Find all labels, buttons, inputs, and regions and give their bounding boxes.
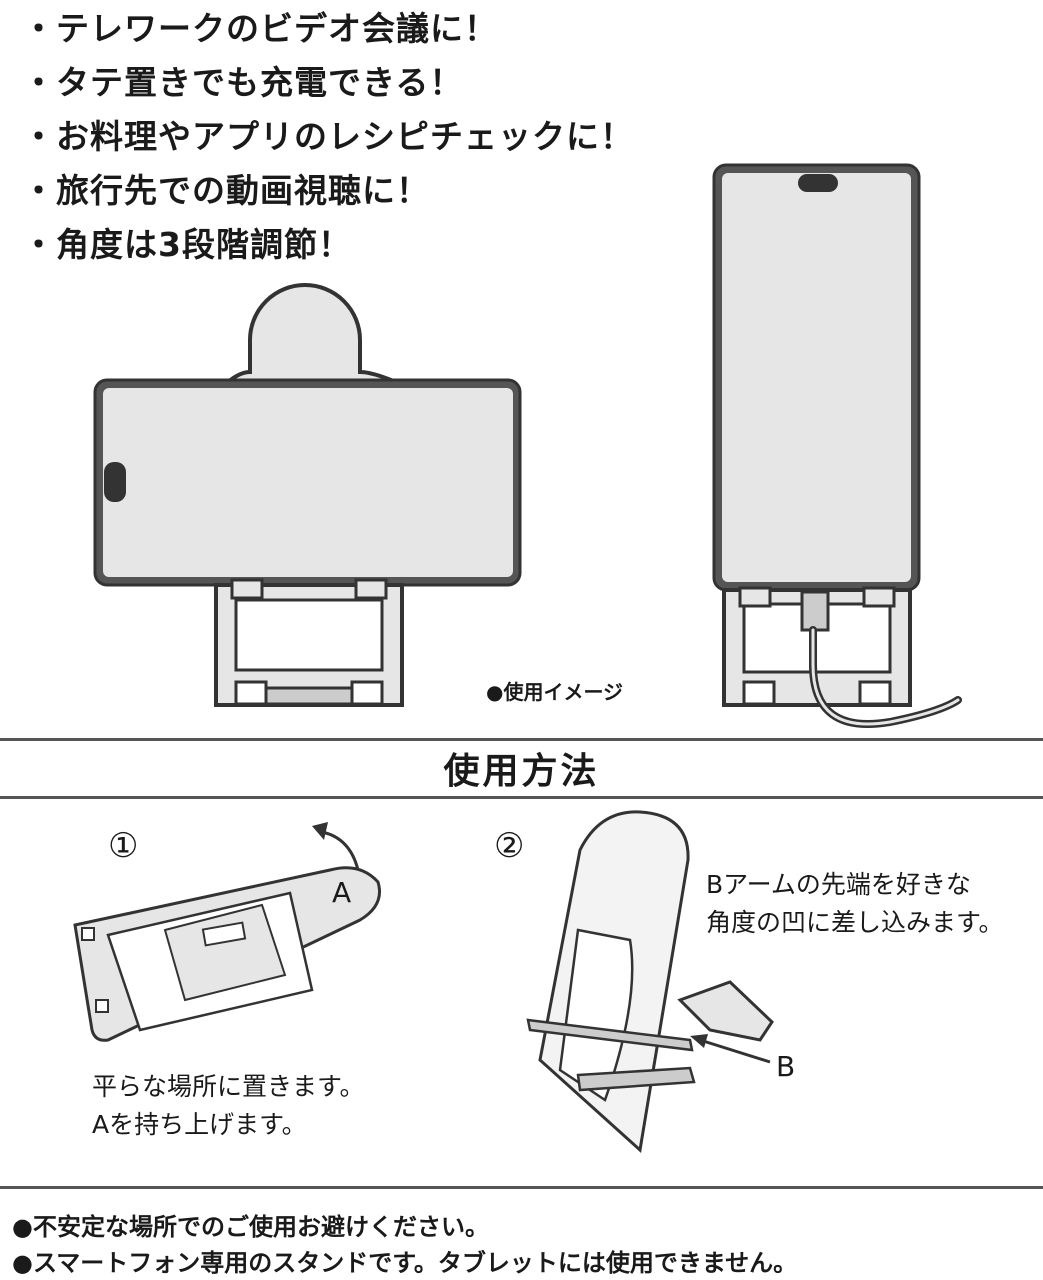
step-number: ② <box>494 826 525 866</box>
divider <box>0 1186 1043 1189</box>
step-instruction-line: 平らな場所に置きます。 <box>92 1072 365 1101</box>
label-a: A <box>332 876 352 909</box>
step-instruction-line: 角度の凹に差し込みます。 <box>706 908 1004 937</box>
phone-camera-notch <box>104 462 126 502</box>
horizontal-phone-illustration <box>93 283 522 707</box>
step-instruction: Bアームの先端を好きな 角度の凹に差し込みます。 <box>706 866 1004 942</box>
phone-camera-notch <box>798 174 838 192</box>
note-item: ●スマートフォン専用のスタンドです。タブレットには使用できません。 <box>12 1249 798 1277</box>
vertical-phone-illustration <box>712 163 962 729</box>
step-instruction: 平らな場所に置きます。 Aを持ち上げます。 <box>92 1068 365 1144</box>
feature-item: ・タテ置きでも充電できる！ <box>22 63 464 102</box>
rotate-arrow-icon <box>321 830 360 871</box>
phone-screen <box>722 173 911 582</box>
divider <box>0 738 1043 741</box>
phone-screen <box>103 388 513 577</box>
step-instruction-line: Bアームの先端を好きな <box>706 870 971 899</box>
step2-angle-stand-illustration <box>526 810 774 1153</box>
section-title: 使用方法 <box>443 751 600 792</box>
divider <box>0 796 1043 799</box>
feature-item: ・旅行先での動画視聴に！ <box>22 171 430 210</box>
note-item: ●不安定な場所でのご使用お避けください。 <box>12 1213 489 1241</box>
stand-cutout <box>234 598 384 672</box>
feature-item: ・テレワークのビデオ会議に！ <box>22 9 498 48</box>
stand-top-tab <box>222 283 397 384</box>
label-b: B <box>776 1050 796 1083</box>
step1-flat-stand-illustration <box>73 822 381 1042</box>
step-number: ① <box>108 826 139 866</box>
feature-item: ・お料理やアプリのレシピチェックに！ <box>22 117 634 156</box>
feature-item: ・角度は3段階調節！ <box>22 225 352 264</box>
step-instruction-line: Aを持ち上げます。 <box>92 1110 307 1139</box>
usage-image-caption: ●使用イメージ <box>486 680 624 704</box>
stand-base <box>677 980 774 1042</box>
arm-b <box>526 1018 694 1052</box>
